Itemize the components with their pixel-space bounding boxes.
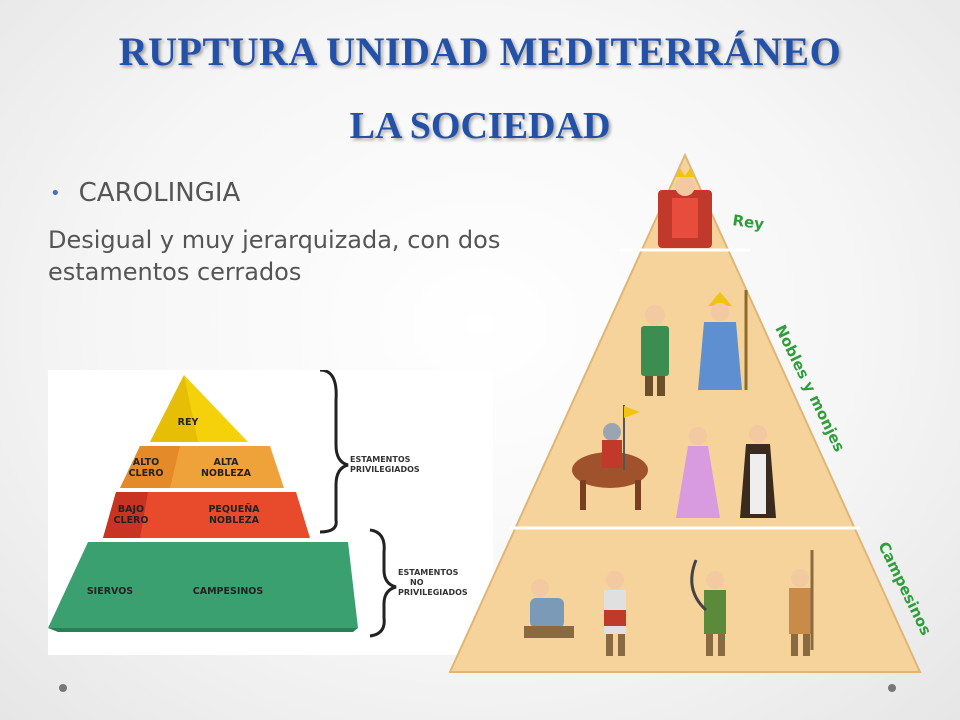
slide-dot-right	[888, 684, 896, 692]
bajo-clero-line-2: CLERO	[114, 515, 149, 526]
pyramid-level-3-front	[103, 492, 310, 538]
level-label-siervos: SIERVOS	[87, 586, 133, 597]
king-figure	[658, 168, 712, 248]
right-pyramid-body	[448, 152, 922, 673]
peasant-figure-2	[604, 571, 626, 656]
level-label-rey: REY	[178, 417, 199, 428]
lady-figure	[676, 427, 720, 518]
pequena-nobleza-line-2: NOBLEZA	[209, 515, 260, 526]
pequena-nobleza-line: PEQUEÑA	[208, 504, 260, 515]
knight-on-horse-figure	[572, 405, 648, 510]
peasant-figure-3	[690, 559, 726, 656]
alto-clero-line: ALTO	[133, 457, 159, 468]
bajo-clero-line: BAJO	[118, 504, 144, 515]
privileged-brace	[319, 370, 349, 534]
right-pyramid-diagram: Rey Nobles y monjes Campesinos	[448, 152, 935, 673]
alto-clero-line-2: CLERO	[129, 468, 164, 479]
privileged-line-2: PRIVILEGIADOS	[350, 465, 420, 474]
non-privileged-line-2: NO	[410, 578, 424, 587]
king-robe	[672, 198, 698, 238]
tier-label-rey: Rey	[731, 211, 765, 233]
description-text: Desigual y muy jerarquizada, con dos est…	[48, 226, 501, 286]
peasant-figure-1	[524, 579, 574, 638]
bullet-label: CAROLINGIA	[78, 178, 241, 208]
king-head	[675, 176, 695, 196]
crown-icon	[676, 168, 694, 177]
bishop-figure	[698, 290, 748, 390]
peasant-figure-4	[789, 550, 814, 656]
alta-nobleza-line: ALTA	[214, 457, 240, 468]
bullet-item: • CAROLINGIA	[50, 178, 240, 208]
privileged-line-1: ESTAMENTOS	[350, 455, 411, 464]
slide-title: RUPTURA UNIDAD MEDITERRÁNEO	[118, 29, 842, 74]
pyramid-level-3-side	[103, 492, 148, 538]
non-privileged-line-1: ESTAMENTOS	[398, 568, 459, 577]
noble-figure	[641, 305, 669, 396]
alta-nobleza-line-2: NOBLEZA	[201, 468, 252, 479]
pyramid-level-1-side	[150, 375, 198, 442]
slide-dot-left	[59, 684, 67, 692]
monk-figure	[740, 425, 776, 518]
bullet-icon: •	[50, 182, 61, 204]
pyramid-level-2-side	[120, 446, 180, 488]
pyramid-level-4-front	[48, 542, 358, 628]
non-privileged-line-3: PRIVILEGIADOS	[398, 588, 468, 597]
non-privileged-brace	[369, 528, 397, 638]
pyramid-level-4-shade	[48, 628, 358, 632]
level-label-campesinos: CAMPESINOS	[193, 586, 264, 597]
slide-subtitle: LA SOCIEDAD	[349, 105, 611, 147]
